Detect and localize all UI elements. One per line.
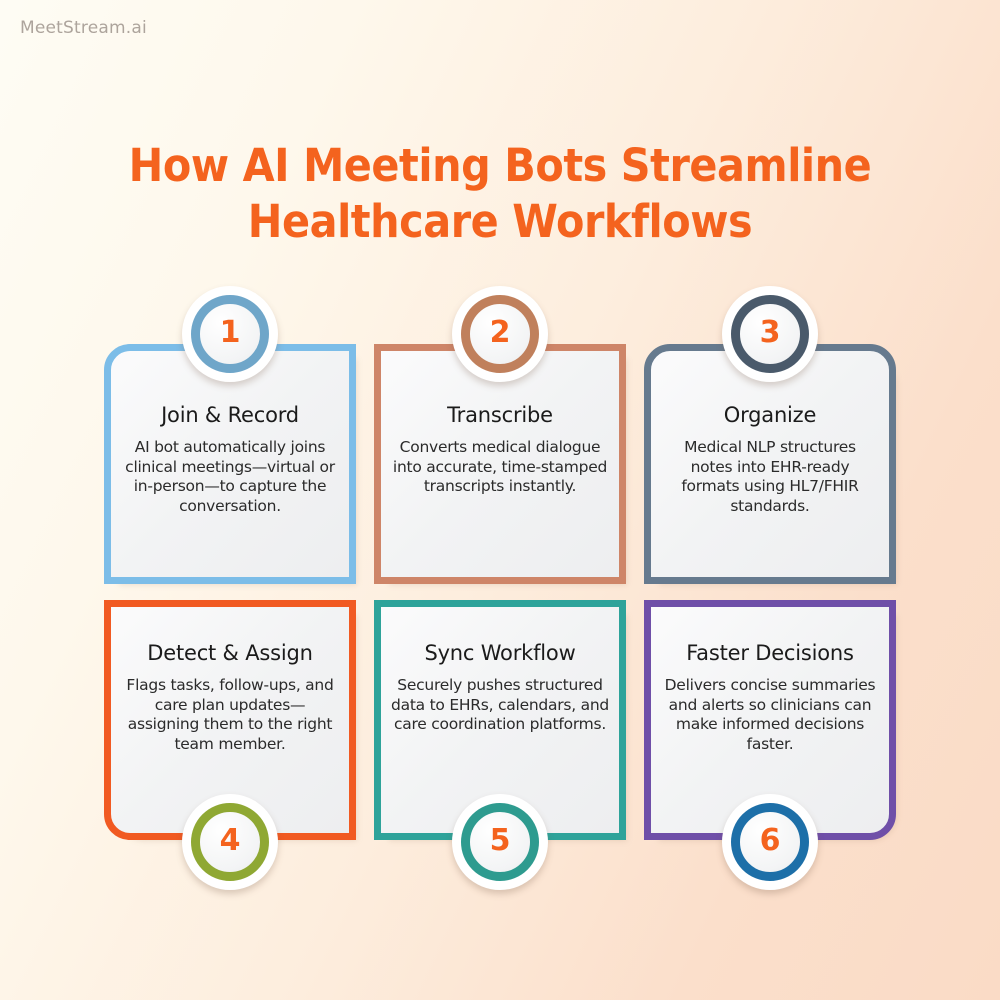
step-badge-6: 6 xyxy=(722,794,818,890)
step-badge-1-ring: 1 xyxy=(191,295,269,373)
step-badge-4: 4 xyxy=(182,794,278,890)
step-card-6-body: Faster Decisions Delivers concise summar… xyxy=(651,641,889,754)
step-card-4-description: Flags tasks, follow-ups, and care plan u… xyxy=(126,676,334,753)
step-badge-1: 1 xyxy=(182,286,278,382)
step-card-2-description: Converts medical dialogue into accurate,… xyxy=(392,438,608,495)
step-card-1-description: AI bot automatically joins clinical meet… xyxy=(125,438,335,515)
steps-grid: Join & Record AI bot automatically joins… xyxy=(104,286,896,890)
page-title-line-1: How AI Meeting Bots Streamline xyxy=(128,139,872,192)
step-badge-2-number: 2 xyxy=(489,315,511,350)
brand-watermark: MeetStream.ai xyxy=(20,18,147,38)
step-card-3-title: Organize xyxy=(723,403,817,427)
step-card-3-description: Medical NLP structures notes into EHR-re… xyxy=(681,438,859,515)
step-card-3-body: Organize Medical NLP structures notes in… xyxy=(651,403,889,516)
step-badge-3-ring: 3 xyxy=(731,295,809,373)
step-card-6-title: Faster Decisions xyxy=(686,641,854,665)
step-card-6-description: Delivers concise summaries and alerts so… xyxy=(664,676,876,753)
step-card-5-body: Sync Workflow Securely pushes structured… xyxy=(381,641,619,735)
step-card-4-title: Detect & Assign xyxy=(147,641,313,665)
step-badge-5: 5 xyxy=(452,794,548,890)
step-badge-2: 2 xyxy=(452,286,548,382)
step-card-5-description: Securely pushes structured data to EHRs,… xyxy=(391,676,609,733)
step-badge-4-ring: 4 xyxy=(191,803,269,881)
step-badge-5-number: 5 xyxy=(489,823,511,858)
step-badge-3-number: 3 xyxy=(759,315,781,350)
step-badge-6-number: 6 xyxy=(759,823,781,858)
step-card-1-title: Join & Record xyxy=(161,403,299,427)
page-title-line-2: Healthcare Workflows xyxy=(247,195,753,248)
page-title: How AI Meeting Bots Streamline Healthcar… xyxy=(40,138,960,250)
step-card-4-body: Detect & Assign Flags tasks, follow-ups,… xyxy=(111,641,349,754)
step-badge-1-number: 1 xyxy=(219,315,241,350)
step-badge-4-number: 4 xyxy=(219,823,241,858)
step-badge-3: 3 xyxy=(722,286,818,382)
step-badge-2-ring: 2 xyxy=(461,295,539,373)
step-card-5-title: Sync Workflow xyxy=(424,641,576,665)
step-card-1: Join & Record AI bot automatically joins… xyxy=(104,344,356,584)
step-card-2-title: Transcribe xyxy=(447,403,553,427)
step-card-2-body: Transcribe Converts medical dialogue int… xyxy=(381,403,619,497)
step-card-3: Organize Medical NLP structures notes in… xyxy=(644,344,896,584)
step-card-1-body: Join & Record AI bot automatically joins… xyxy=(111,403,349,516)
step-badge-5-ring: 5 xyxy=(461,803,539,881)
step-badge-6-ring: 6 xyxy=(731,803,809,881)
step-card-2: Transcribe Converts medical dialogue int… xyxy=(374,344,626,584)
